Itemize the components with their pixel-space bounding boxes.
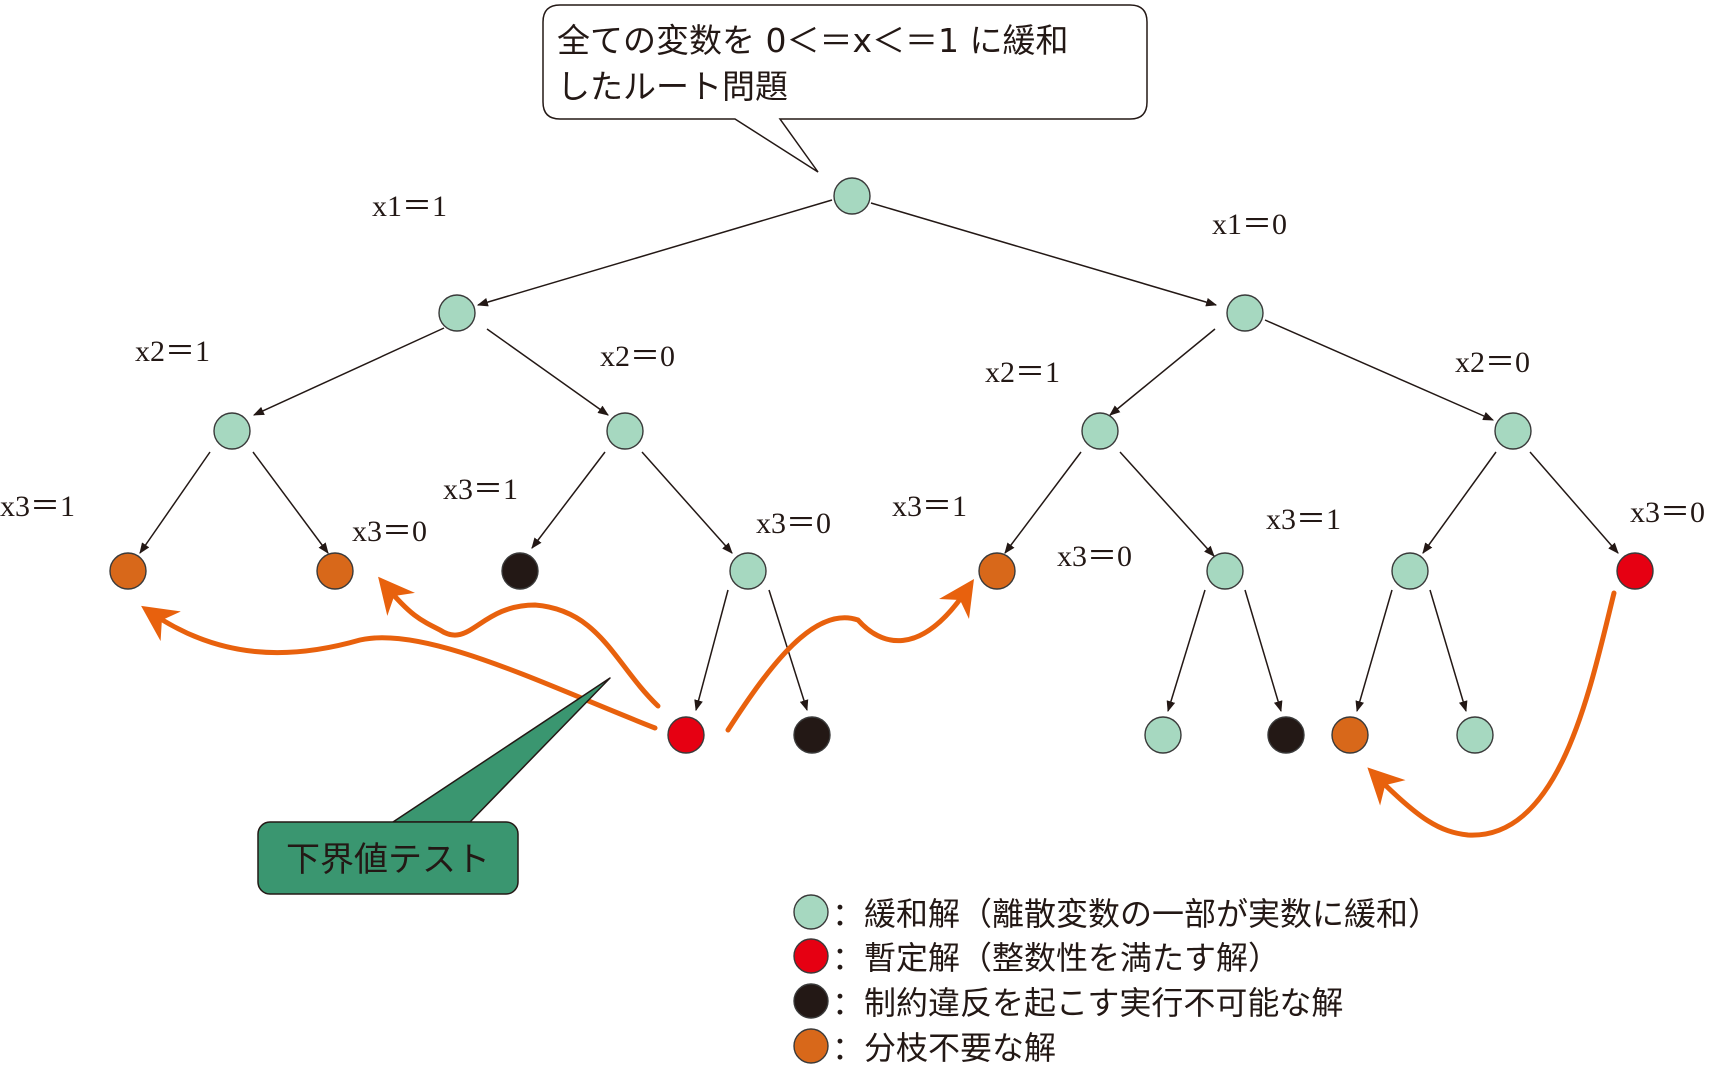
label-x3-1-b: x3＝1	[443, 473, 518, 506]
legend: ：緩和解（離散変数の一部が実数に緩和） ：暫定解（整数性を満たす解） ：制約違反…	[793, 894, 1440, 1067]
label-x1-0: x1＝0	[1212, 208, 1287, 241]
node-infeasible-1	[501, 552, 539, 590]
node-x1-0-x2-1	[1081, 412, 1119, 450]
root-callout-line2: したルート問題	[557, 67, 788, 106]
legend-incumbent-swatch	[793, 938, 829, 974]
node-x1-1	[438, 294, 476, 332]
label-x3-0-d: x3＝0	[1630, 496, 1705, 529]
node-infeasible-3	[1267, 716, 1305, 754]
node-x1-0-x2-0	[1494, 412, 1532, 450]
node-infeasible-2	[793, 716, 831, 754]
test-arrow-to-pruned-4	[1367, 590, 1617, 838]
node-x1-1-x2-1	[213, 412, 251, 450]
legend-infeasible-swatch	[793, 983, 829, 1019]
label-x3-1-c: x3＝1	[892, 490, 967, 523]
branch-labels: x1＝1 x1＝0 x2＝1 x2＝0 x2＝1 x2＝0 x3＝1 x3＝0 …	[0, 190, 1705, 573]
node-pruned-1	[109, 552, 147, 590]
test-arrow-to-pruned-3	[725, 579, 974, 733]
node-pruned-2	[316, 552, 354, 590]
label-x3-0-c: x3＝0	[1057, 540, 1132, 573]
label-x3-0-b: x3＝0	[756, 507, 831, 540]
legend-incumbent-text: ：暫定解（整数性を満たす解）	[832, 939, 1280, 977]
label-x3-1-d: x3＝1	[1266, 503, 1341, 536]
test-callout-label: 下界値テスト	[286, 840, 490, 880]
legend-pruned-text: ：分枝不要な解	[832, 1029, 1056, 1067]
node-pruned-3	[978, 552, 1016, 590]
label-x2-1-right: x2＝1	[985, 356, 1060, 389]
tree-nodes	[109, 177, 1654, 754]
node-relaxed-leaf-2	[1456, 716, 1494, 754]
label-x2-1-left: x2＝1	[135, 335, 210, 368]
node-pruned-4	[1331, 716, 1369, 754]
node-relaxed-leaf-1	[1144, 716, 1182, 754]
node-relaxed-x3-1-d	[1391, 552, 1429, 590]
legend-pruned-swatch	[793, 1028, 829, 1064]
node-relaxed-x3-0-a	[729, 552, 767, 590]
node-root	[833, 177, 871, 215]
test-callout-pointer	[392, 677, 611, 823]
node-relaxed-x3-0-c	[1206, 552, 1244, 590]
legend-relaxed-swatch	[793, 894, 829, 930]
label-x2-0-right: x2＝0	[1455, 346, 1530, 379]
node-incumbent-right	[1616, 552, 1654, 590]
label-x3-1-a: x3＝1	[0, 490, 75, 523]
node-incumbent-left	[667, 716, 705, 754]
label-x2-0-left: x2＝0	[600, 340, 675, 373]
label-x3-0-a: x3＝0	[352, 515, 427, 548]
label-x1-1: x1＝1	[372, 190, 447, 223]
node-x1-0	[1226, 294, 1264, 332]
root-callout-line1: 全ての変数を 0＜＝x＜＝1 に緩和	[557, 21, 1069, 60]
lower-bound-test-arrows	[141, 576, 1617, 838]
legend-infeasible-text: ：制約違反を起こす実行不可能な解	[832, 984, 1343, 1022]
root-callout-bubble	[542, 4, 1148, 173]
test-arrow-to-pruned-2	[378, 576, 661, 709]
node-x1-1-x2-0	[606, 412, 644, 450]
test-arrow-to-pruned-1	[141, 605, 658, 731]
legend-relaxed-text: ：緩和解（離散変数の一部が実数に緩和）	[832, 895, 1440, 933]
test-callout-box	[257, 821, 519, 895]
